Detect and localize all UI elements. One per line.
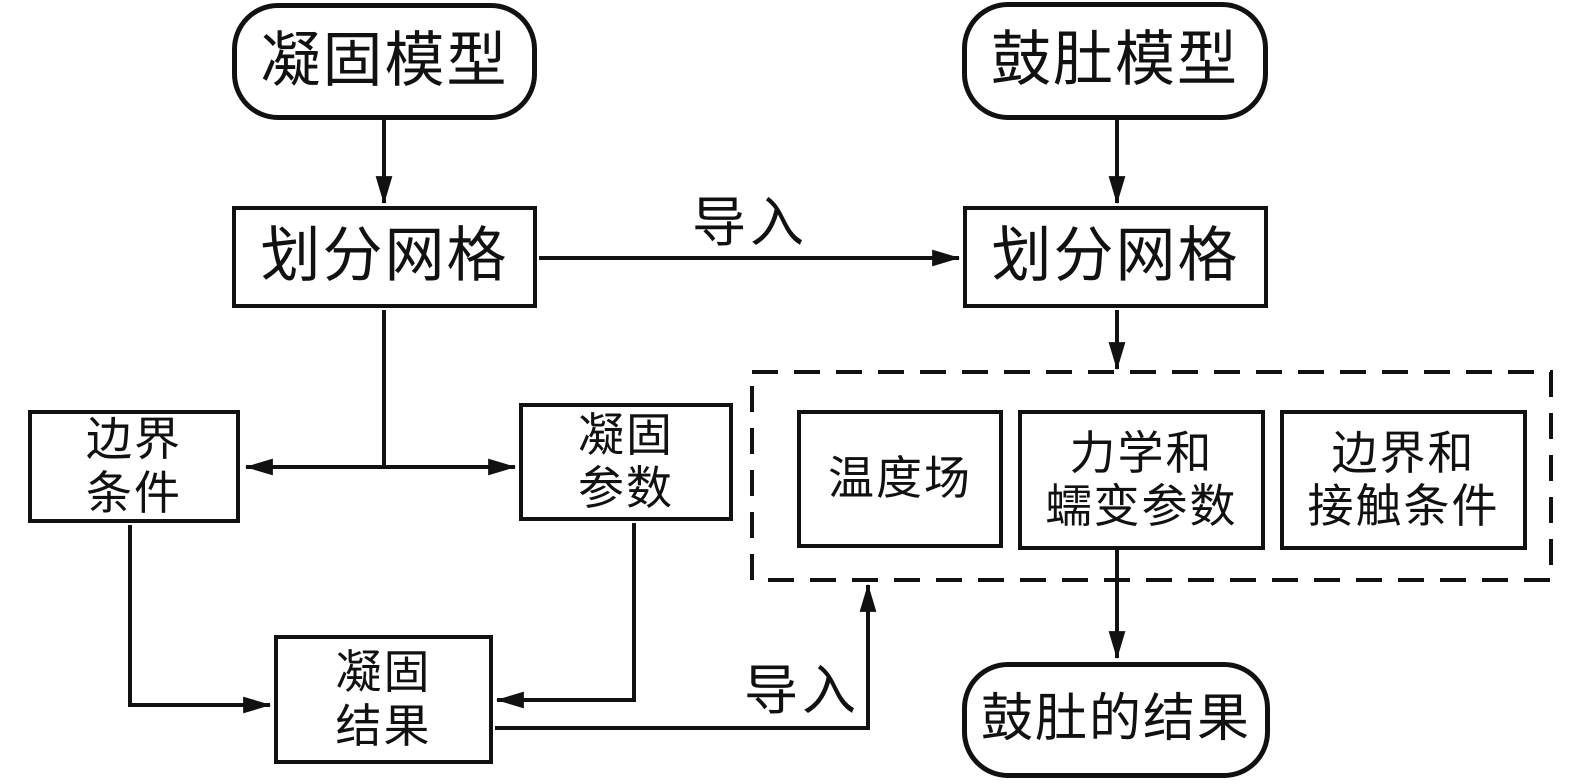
- boundary-contact-conditions-node: 边界和 接触条件: [1280, 410, 1527, 550]
- bulging-result-node: 鼓肚的结果: [962, 662, 1270, 778]
- boundary-conditions-label: 边界 条件: [86, 414, 182, 519]
- boundary-conditions-node: 边界 条件: [28, 410, 240, 523]
- connector-boundary-conditions-to-result: [128, 525, 272, 714]
- import-label-top: 导入: [692, 193, 808, 253]
- temperature-field-label: 温度场: [828, 453, 972, 505]
- bulging-model-node: 鼓肚模型: [962, 2, 1268, 120]
- mech-creep-params-label: 力学和 蠕变参数: [1045, 427, 1238, 532]
- mesh-right-node: 划分网格: [963, 206, 1268, 308]
- bulging-result-label: 鼓肚的结果: [980, 690, 1251, 748]
- mech-creep-params-node: 力学和 蠕变参数: [1018, 410, 1265, 550]
- mesh-right-label: 划分网格: [991, 223, 1240, 290]
- temperature-field-node: 温度场: [797, 410, 1003, 548]
- connector-solidification-params-to-result: [495, 523, 636, 709]
- solidification-params-node: 凝固 参数: [519, 403, 733, 521]
- solidification-result-node: 凝固 结果: [274, 635, 493, 764]
- mesh-left-node: 划分网格: [232, 206, 537, 308]
- mesh-left-label: 划分网格: [260, 223, 509, 290]
- import-label-bottom: 导入: [744, 661, 860, 721]
- solidification-result-label: 凝固 结果: [335, 647, 432, 752]
- solidification-model-label: 凝固模型: [260, 27, 509, 94]
- solidification-model-node: 凝固模型: [232, 3, 537, 120]
- boundary-contact-conditions-label: 边界和 接触条件: [1307, 427, 1500, 532]
- bulging-model-label: 鼓肚模型: [991, 27, 1239, 94]
- dashed-parameter-container: [750, 370, 1553, 582]
- solidification-params-label: 凝固 参数: [578, 409, 674, 514]
- connector-result-to-dashed-container-import: [495, 583, 877, 730]
